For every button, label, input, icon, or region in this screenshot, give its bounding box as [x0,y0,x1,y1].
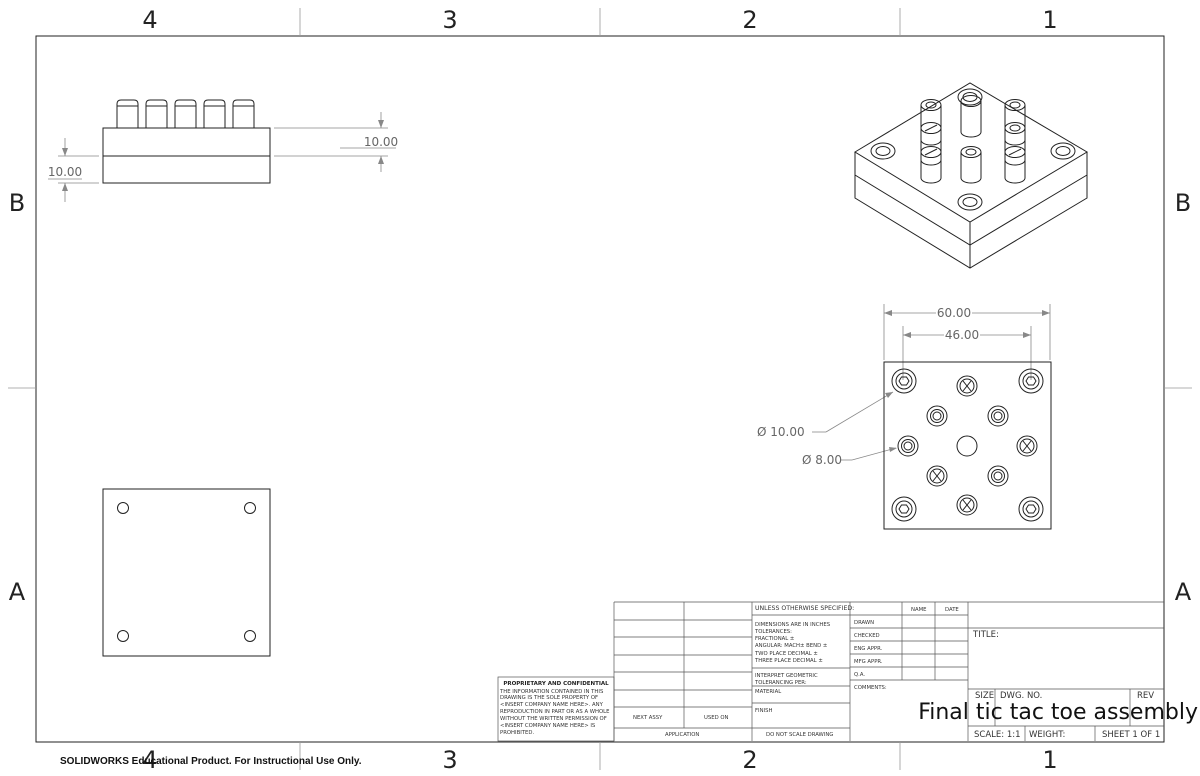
tb-sheet: SHEET 1 OF 1 [1102,730,1160,740]
tb-fractional: FRACTIONAL ± [755,636,794,642]
tb-next-assy: NEXT ASSY [633,715,663,721]
tb-angular: ANGULAR: MACH± BEND ± [755,643,827,649]
tb-title-label: TITLE: [972,630,999,640]
zone-bottom-4: 4 [142,746,157,774]
zone-bottom-1: 1 [1042,746,1057,774]
proprietary-line-7: PROHIBITED. [500,730,534,736]
tb-name-header: NAME [911,607,927,613]
dim-diameter-small: Ø 8.00 [802,453,842,467]
zone-top-3: 3 [442,6,457,34]
zone-bottom-2: 2 [742,746,757,774]
tb-material: MATERIAL [755,689,781,695]
tb-checked: CHECKED [854,633,880,639]
tb-scale: SCALE: 1:1 [974,730,1021,740]
proprietary-title: PROPRIETARY AND CONFIDENTIAL [503,681,609,687]
tb-drawing-title: Final tic tac toe assembly [918,700,1198,725]
zone-bottom-3: 3 [442,746,457,774]
dim-front-height-left: 10.00 [48,165,82,179]
proprietary-line-1: THE INFORMATION CONTAINED IN THIS [499,689,604,695]
title-block: UNLESS OTHERWISE SPECIFIED: NAME DATE DI… [497,601,1198,742]
tb-drawn: DRAWN [854,620,874,626]
tb-qa: Q.A. [854,672,865,678]
top-view: 60.00 46.00 Ø 10.00 Ø 8.00 [757,304,1052,530]
dim-hole-spacing: 46.00 [945,328,979,342]
tb-eng-appr: ENG APPR. [854,646,883,652]
tb-used-on: USED ON [704,715,729,721]
zone-ticks [8,8,1192,770]
tb-tolerances: TOLERANCES: [754,629,792,635]
proprietary-line-3: <INSERT COMPANY NAME HERE>. ANY [500,702,604,708]
zone-top-4: 4 [142,6,157,34]
tb-comments: COMMENTS: [854,685,887,691]
zone-right-A: A [1175,578,1192,606]
bottom-view [102,488,271,657]
tb-mfg-appr: MFG APPR. [854,659,883,665]
tb-three-place: THREE PLACE DECIMAL ± [754,658,823,664]
front-view: 10.00 10.00 [48,99,398,202]
tb-two-place: TWO PLACE DECIMAL ± [754,651,818,657]
tb-date-header: DATE [945,607,959,613]
zone-top-2: 2 [742,6,757,34]
tb-size-label: SIZE [975,691,994,701]
tb-interpret-2: TOLERANCING PER: [754,680,807,686]
dim-total-width: 60.00 [937,306,971,320]
tb-interpret-1: INTERPRET GEOMETRIC [755,673,818,679]
tb-finish: FINISH [755,708,772,714]
tb-dwg-no-label: DWG. NO. [1000,691,1042,701]
dim-diameter-large: Ø 10.00 [757,425,805,439]
tb-do-not-scale: DO NOT SCALE DRAWING [766,732,833,738]
zone-right-B: B [1175,189,1191,217]
tb-application: APPLICATION [665,732,699,738]
proprietary-line-5: WITHOUT THE WRITTEN PERMISSION OF [500,716,607,722]
zone-left-A: A [9,578,26,606]
tb-weight: WEIGHT: [1029,730,1065,740]
tb-dims-inches: DIMENSIONS ARE IN INCHES [755,622,831,628]
educational-watermark: SOLIDWORKS Educational Product. For Inst… [60,756,362,767]
proprietary-line-2: DRAWING IS THE SOLE PROPERTY OF [500,695,598,701]
proprietary-line-6: <INSERT COMPANY NAME HERE> IS [500,723,596,729]
proprietary-line-4: REPRODUCTION IN PART OR AS A WHOLE [500,709,610,715]
isometric-view [854,82,1088,269]
zone-left-B: B [9,189,25,217]
zone-top-1: 1 [1042,6,1057,34]
tb-unless-specified: UNLESS OTHERWISE SPECIFIED: [755,605,854,612]
tb-rev-label: REV [1137,691,1154,701]
dim-front-height-right: 10.00 [364,135,398,149]
